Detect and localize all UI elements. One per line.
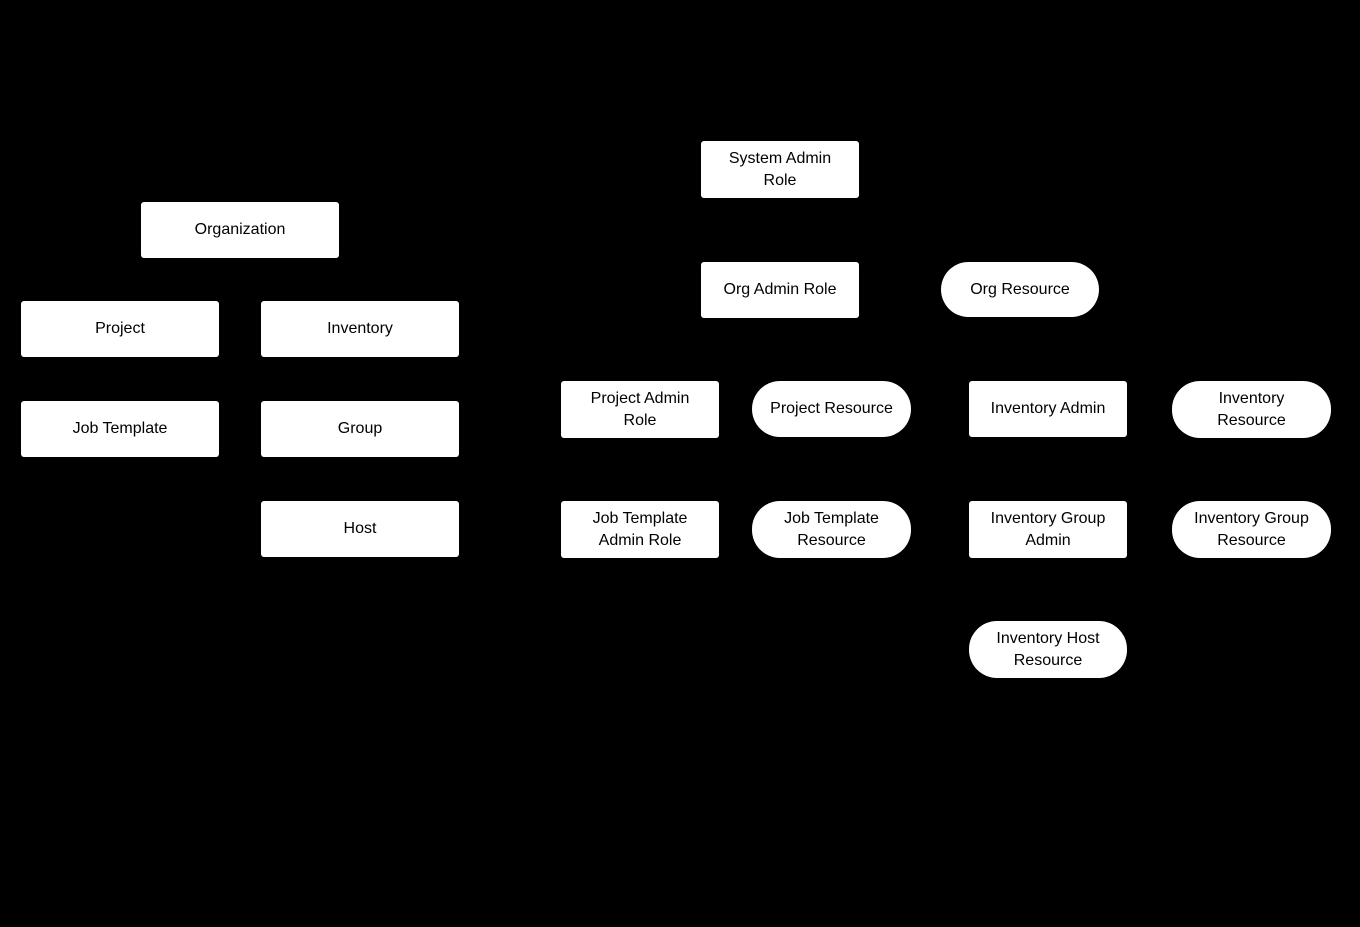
node-org-admin-role: Org Admin Role (701, 262, 859, 318)
node-project-resource: Project Resource (752, 381, 911, 437)
node-host: Host (261, 501, 459, 557)
node-inventory-admin: Inventory Admin (969, 381, 1127, 437)
node-system-admin-role: System Admin Role (701, 141, 859, 198)
node-job-template-resource: Job Template Resource (752, 501, 911, 558)
node-inventory-group-resource: Inventory Group Resource (1172, 501, 1331, 558)
node-inventory-host-resource: Inventory Host Resource (969, 621, 1127, 678)
node-group: Group (261, 401, 459, 457)
node-inventory-resource: Inventory Resource (1172, 381, 1331, 438)
node-job-template-admin-role: Job Template Admin Role (561, 501, 719, 558)
node-job-template: Job Template (21, 401, 219, 457)
node-inventory-group-admin: Inventory Group Admin (969, 501, 1127, 558)
node-organization: Organization (141, 202, 339, 258)
node-project-admin-role: Project Admin Role (561, 381, 719, 438)
node-org-resource: Org Resource (941, 262, 1099, 317)
node-project: Project (21, 301, 219, 357)
node-inventory: Inventory (261, 301, 459, 357)
